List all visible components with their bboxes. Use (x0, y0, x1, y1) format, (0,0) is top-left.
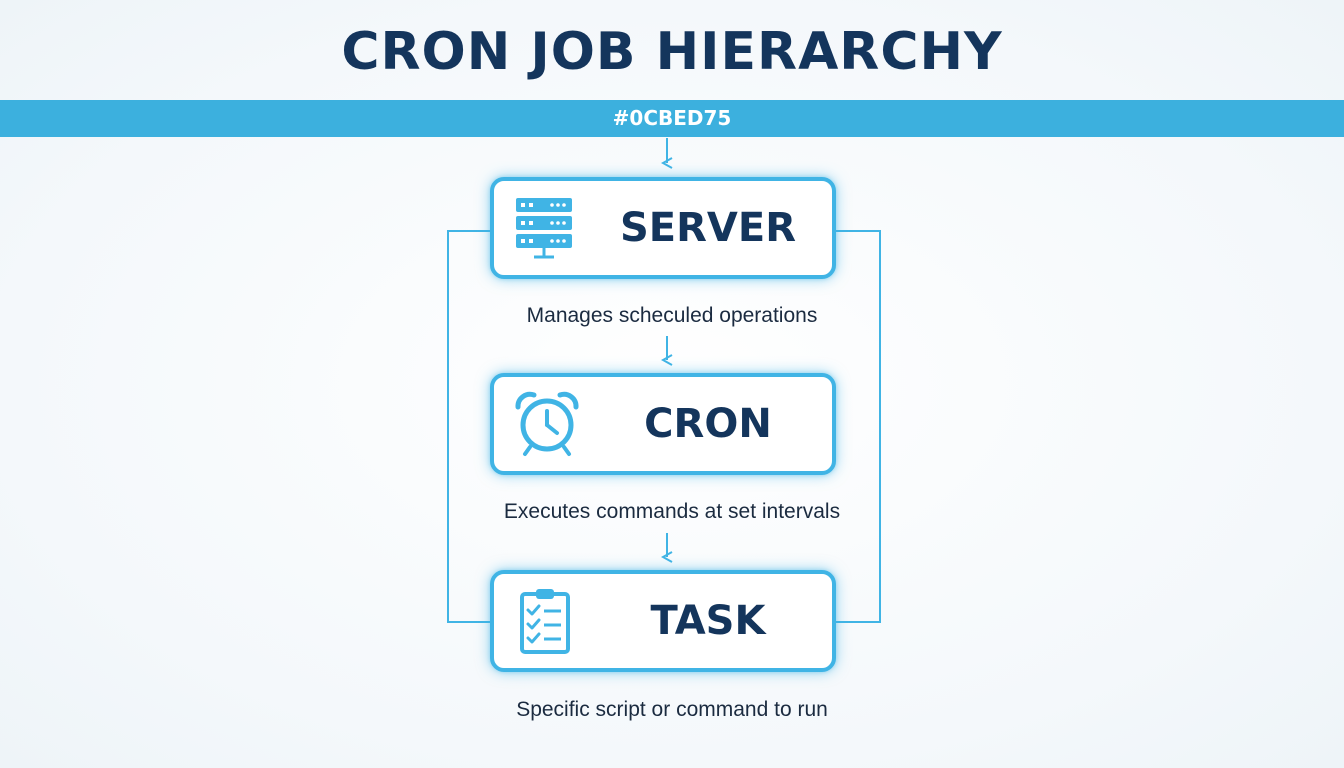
clipboard-checklist-icon (520, 589, 570, 654)
node-task: TASK (490, 570, 836, 672)
color-banner: #0CBED75 (0, 100, 1344, 137)
left-bracket-line (447, 230, 490, 623)
node-label: CRON (644, 401, 772, 447)
node-caption: Executes commands at set intervals (503, 500, 841, 523)
node-label: TASK (650, 598, 766, 644)
server-rack-icon (516, 198, 572, 259)
page-title: CRON JOB HIERARCHY (341, 22, 1003, 82)
node-caption: Manages scheculed operations (526, 304, 818, 327)
node-label: SERVER (619, 205, 796, 251)
alarm-clock-icon (515, 391, 579, 456)
right-bracket-line (836, 230, 881, 623)
node-caption: Specific script or command to run (516, 698, 828, 721)
banner-text: #0CBED75 (612, 106, 732, 130)
node-cron: CRON (490, 373, 836, 475)
node-server: SERVER (490, 177, 836, 279)
